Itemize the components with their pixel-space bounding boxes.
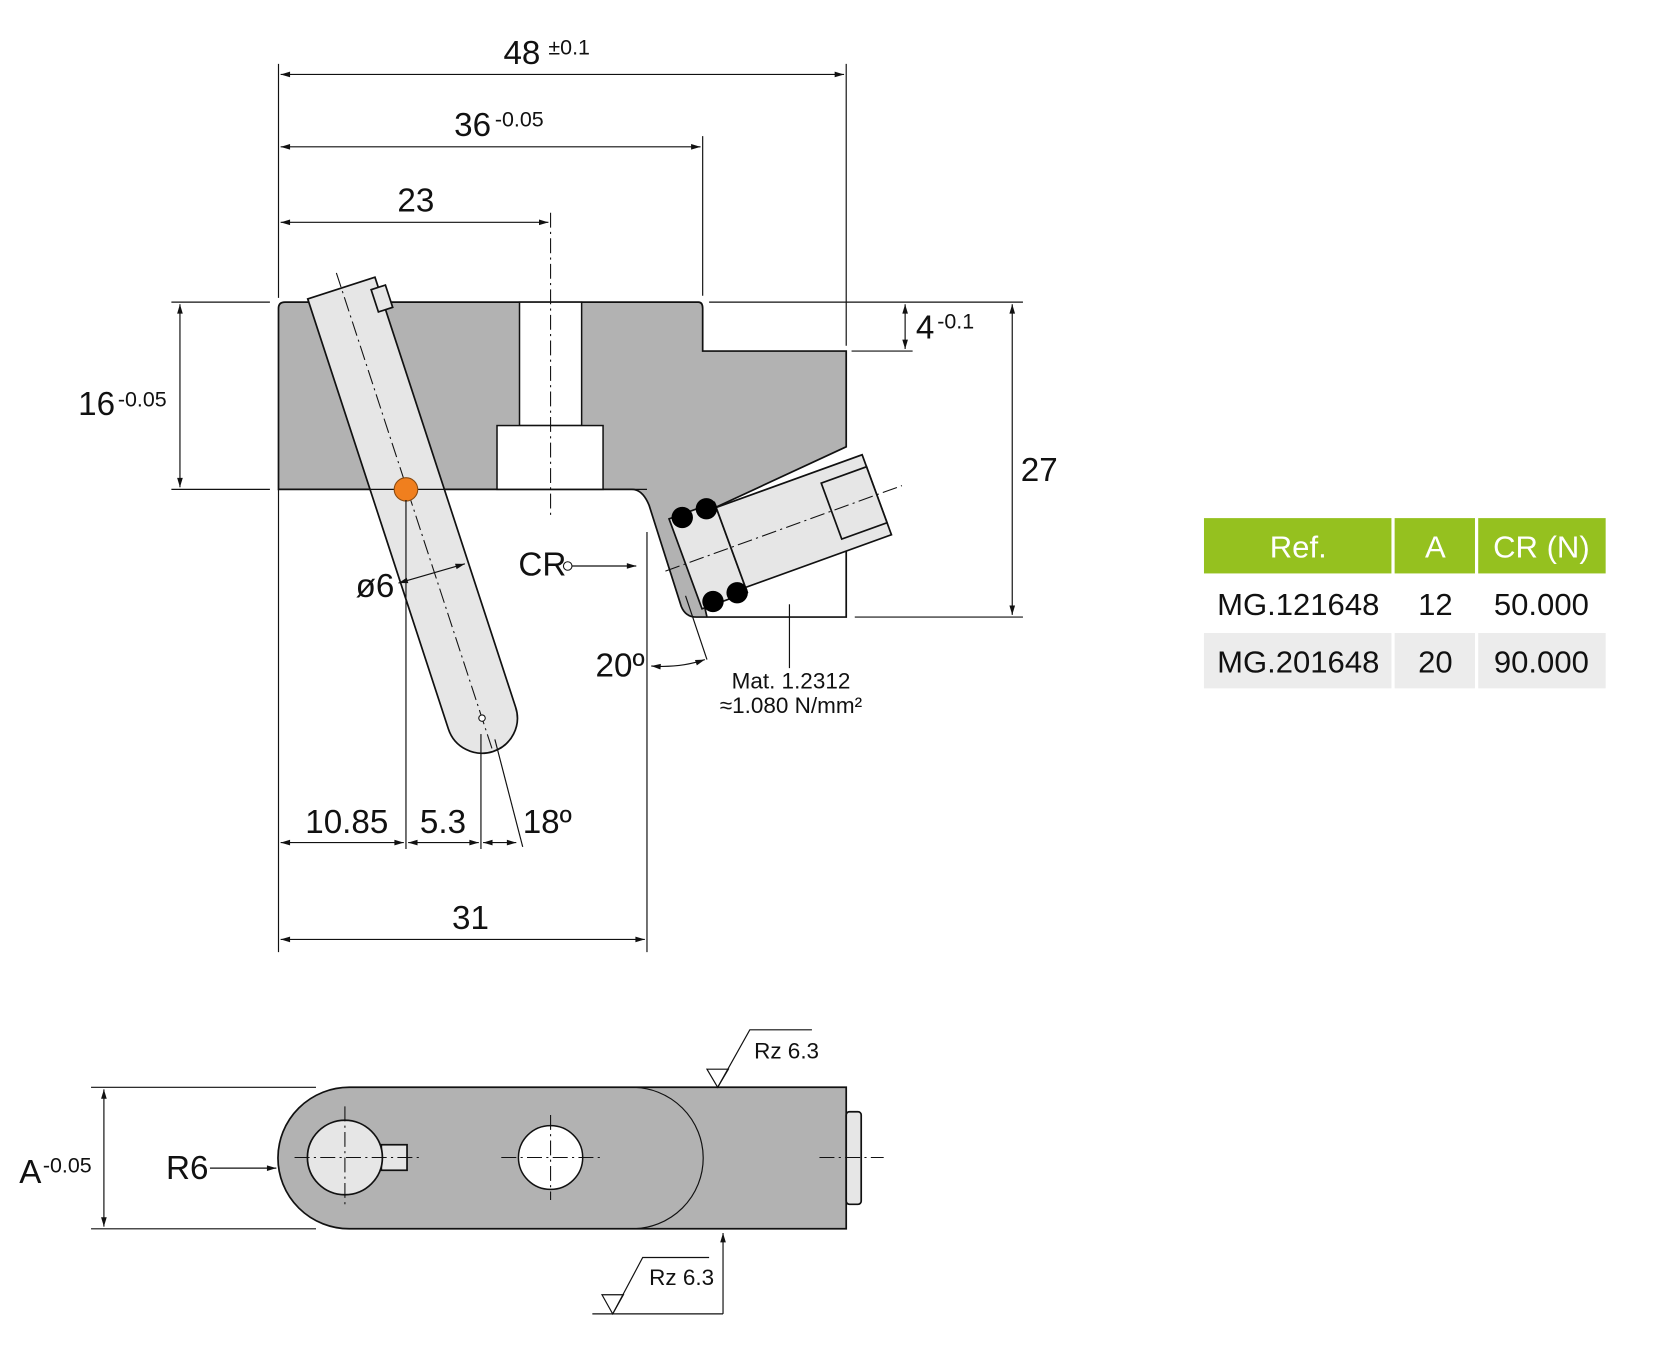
- table-cell: 20: [1418, 644, 1453, 679]
- dim-48-tol: ±0.1: [548, 35, 590, 59]
- dim-10-85: 10.85: [305, 804, 388, 841]
- dim-27: 27: [1021, 452, 1058, 489]
- roughness-bottom: Rz 6.3: [649, 1265, 714, 1290]
- spec-table: Ref. A CR (N) MG.121648 12 50.000 MG.201…: [1203, 518, 1606, 689]
- dim-36: 36: [454, 107, 491, 144]
- table-cell: 12: [1418, 587, 1453, 622]
- header-a: A: [1425, 530, 1446, 565]
- roughness-top: Rz 6.3: [754, 1039, 819, 1064]
- cylinder: [665, 453, 903, 613]
- dim-48: 48: [503, 35, 540, 72]
- dim-angle-18: 18º: [523, 804, 572, 841]
- table-cell: 90.000: [1494, 644, 1589, 679]
- roughness-symbol-top: Rz 6.3: [705, 1029, 819, 1089]
- dim-31: 31: [452, 900, 489, 937]
- roughness-symbol-bottom: Rz 6.3: [592, 1233, 726, 1316]
- dim-16: 16: [78, 386, 115, 423]
- cr-label: CR: [518, 547, 566, 584]
- pin: [306, 272, 519, 755]
- table-cell: MG.121648: [1217, 587, 1379, 622]
- dim-4: 4: [916, 309, 934, 346]
- dim-a-tol: -0.05: [43, 1153, 92, 1177]
- dim-a: A: [19, 1154, 41, 1191]
- table-cell: 50.000: [1494, 587, 1589, 622]
- dim-4-tol: -0.1: [937, 310, 974, 334]
- dim-5-3: 5.3: [420, 804, 466, 841]
- dim-pin-diameter: ø6: [356, 568, 395, 605]
- header-ref: Ref.: [1270, 530, 1327, 565]
- dim-16-tol: -0.05: [118, 387, 167, 411]
- dim-angle-20: 20º: [596, 648, 645, 685]
- front-view: 48 ±0.1 36 -0.05 23 16 -0.05 4 -0.1 27 ø…: [78, 35, 1058, 953]
- dim-23: 23: [397, 183, 434, 220]
- top-view: A -0.05 R6 Rz 6.3 Rz 6.3: [19, 1029, 884, 1316]
- table-cell: MG.201648: [1217, 644, 1379, 679]
- dim-36-tol: -0.05: [495, 108, 544, 132]
- header-cr: CR (N): [1493, 530, 1590, 565]
- dim-r6: R6: [166, 1150, 208, 1187]
- material-strength: ≈1.080 N/mm²: [720, 693, 863, 718]
- center-marker: [393, 477, 419, 502]
- material-label: Mat. 1.2312: [732, 668, 851, 693]
